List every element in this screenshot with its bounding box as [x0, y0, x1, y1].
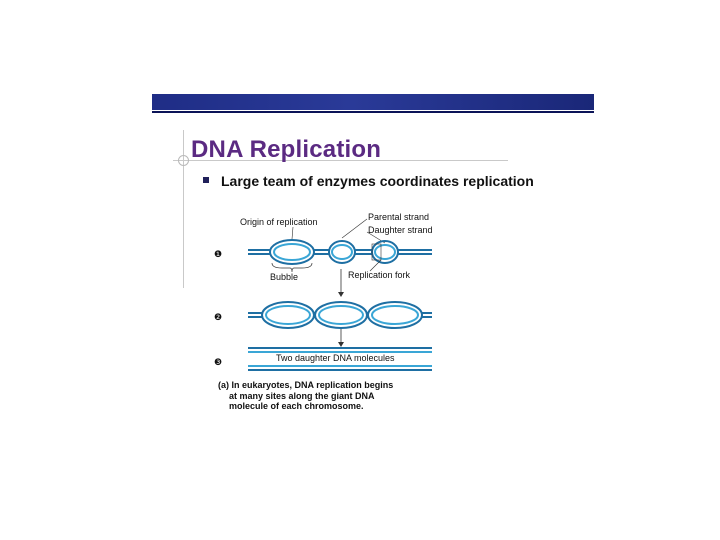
caption-marker: (a) [218, 380, 229, 391]
bullet-square-icon [203, 177, 209, 183]
label-origin: Origin of replication [240, 217, 318, 227]
label-bubble: Bubble [270, 272, 298, 282]
step-1-marker: ❶ [214, 249, 222, 259]
arrow-2-head [338, 342, 344, 347]
header-bar-rule [152, 111, 594, 113]
bullet-text: Large team of enzymes coordinates replic… [221, 173, 534, 189]
step-2-marker: ❷ [214, 312, 222, 322]
dna-replication-figure: Origin of replication Parental strand Da… [210, 205, 450, 375]
figure-caption: (a) In eukaryotes, DNA replication begin… [218, 380, 478, 412]
step-3-marker: ❸ [214, 357, 222, 367]
label-molecules: Two daughter DNA molecules [276, 353, 395, 363]
row2-dna [248, 302, 432, 328]
header-bar [152, 94, 594, 110]
slide-title: DNA Replication [191, 136, 381, 164]
pointer-origin [292, 227, 293, 239]
label-fork: Replication fork [348, 270, 411, 280]
caption-line-3: molecule of each chromosome. [218, 401, 478, 412]
label-parental: Parental strand [368, 212, 429, 222]
caption-line-2: at many sites along the giant DNA [218, 391, 478, 402]
arrow-1-head [338, 292, 344, 297]
caption-line-1: In eukaryotes, DNA replication begins [232, 380, 394, 390]
label-daughter: Daughter strand [368, 225, 433, 235]
title-rule-vertical [183, 130, 184, 288]
crosshair-circle-icon [178, 155, 189, 166]
pointer-parental [342, 219, 367, 238]
row1-dna [248, 240, 432, 271]
